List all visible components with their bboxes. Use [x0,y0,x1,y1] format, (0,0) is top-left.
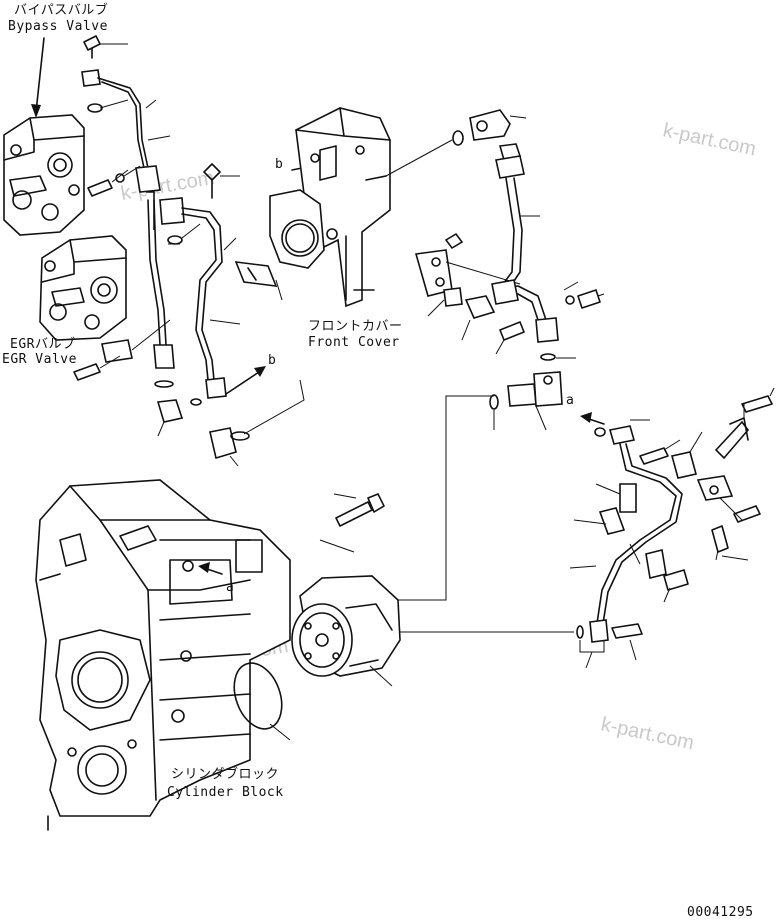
bypass-leader [35,37,45,113]
sensor-parts [396,371,563,601]
ref-b-bottom-arrow [225,369,263,395]
egr-valve-drawing [39,235,127,341]
drawing-number: 00041295 [687,905,754,920]
egr-valve-label-en: EGR Valve [2,352,77,367]
ref-a-top: a [566,393,574,408]
bypass-pipe-parts [73,35,180,388]
cylinder-block-drawing [35,479,291,831]
bypass-valve-label-en: Bypass Valve [8,19,108,34]
cylinder-block-label-en: Cylinder Block [167,785,284,800]
front-cover-drawing [269,107,391,308]
watermark: k-part.com [599,713,696,754]
front-cover-label-jp: フロントカバー [308,319,403,334]
egr-pipe-parts [156,163,283,467]
bypass-valve-label-jp: バイパスバルブ [14,2,108,18]
cylinder-block-label-jp: シリンダブロック [171,766,279,782]
pump-drive-unit [291,575,401,687]
front-cover-label-en: Front Cover [308,335,400,350]
bypass-arrow [31,104,41,118]
bypass-valve-drawing [3,114,85,236]
right-harness-parts [396,387,775,669]
front-cover-leader [243,379,305,435]
middle-bolt-gasket [233,493,385,741]
ref-a-bottom: a [226,580,234,595]
ref-b-bottom: b [268,353,276,368]
ref-b-top: b [275,157,283,172]
upper-right-pipe-parts [385,109,605,361]
egr-valve-label-jp: EGRバルブ [10,336,75,352]
watermark: k-part.com [661,119,758,160]
